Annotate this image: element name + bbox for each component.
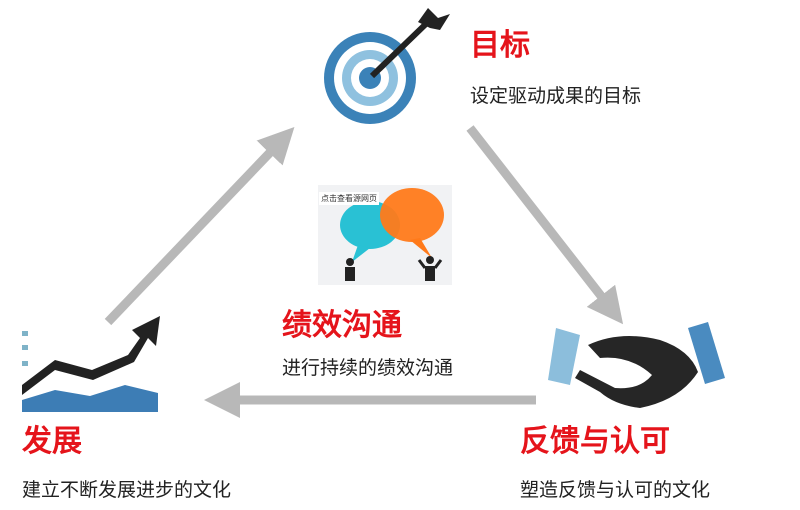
feedback-subtitle: 塑造反馈与认可的文化 [520,479,711,501]
handshake-icon [548,322,725,408]
image-caption: 点击查看源网页 [319,192,379,205]
communication-image [318,185,452,285]
feedback-title: 反馈与认可 [520,424,670,459]
communication-title: 绩效沟通 [282,308,402,343]
communication-subtitle: 进行持续的绩效沟通 [282,357,454,379]
development-subtitle: 建立不断发展进步的文化 [22,479,232,501]
development-title: 发展 [22,424,82,459]
goal-title: 目标 [470,28,530,63]
arrow-goal-to-feedback [466,125,624,325]
growth-chart-icon [22,316,160,412]
target-icon [324,8,450,124]
arrow-development-to-goal [104,126,295,326]
goal-subtitle: 设定驱动成果的目标 [470,85,642,107]
